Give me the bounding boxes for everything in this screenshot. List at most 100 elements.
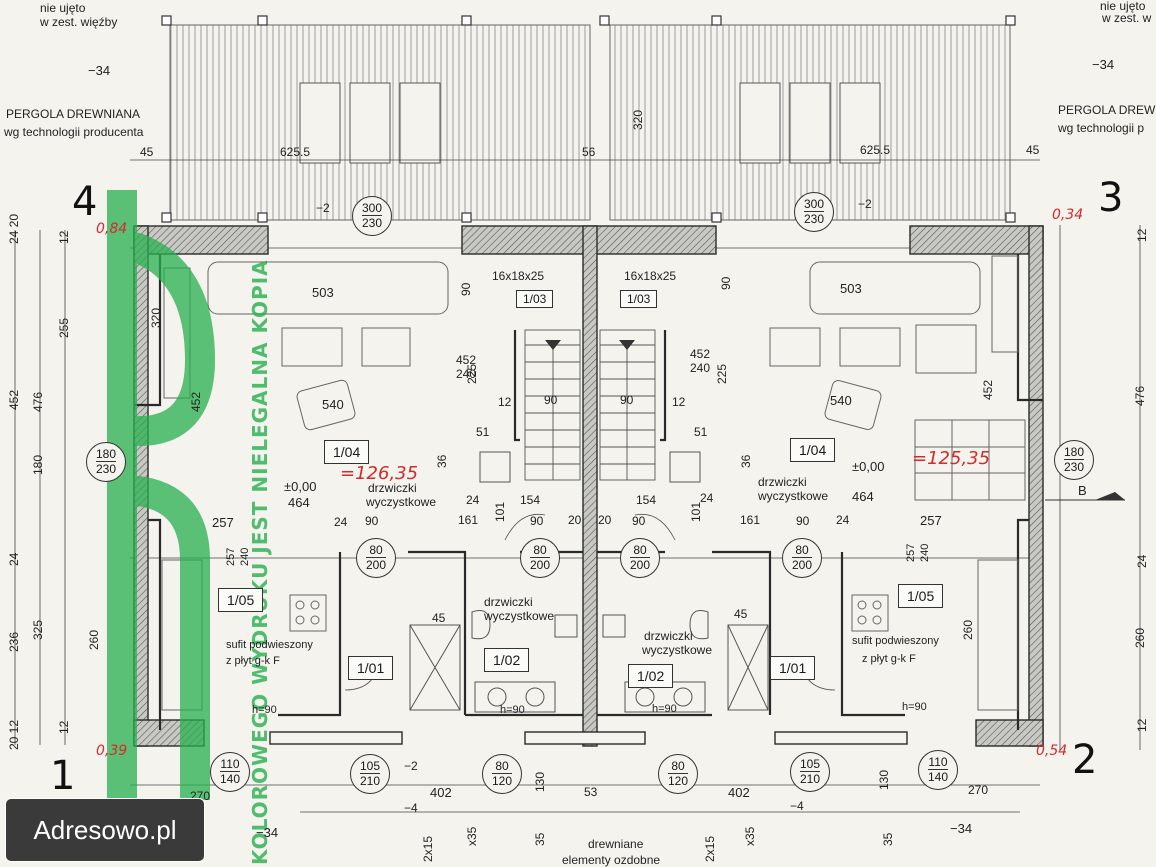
dim-90-a: 90 — [365, 514, 379, 528]
corner-1: 1 — [50, 753, 76, 799]
side-l-2020: 20 12 — [7, 719, 21, 750]
dim-2x15-b: 2x15 — [703, 835, 717, 862]
plyt-right: z płyt g-k F — [862, 653, 916, 665]
dim-270-r: 270 — [968, 783, 989, 797]
dim-257-l: 257 — [212, 515, 234, 530]
dim-101-r: 101 — [689, 501, 703, 522]
dim-402-l: 402 — [430, 785, 452, 800]
dim-24-b: 24 — [836, 513, 850, 527]
section-b: B — [1078, 483, 1087, 498]
dim-452-l: 452 — [456, 353, 477, 367]
wyczystkowe-a: wyczystkowe — [366, 495, 437, 509]
adresowo-logo[interactable]: Adresowo.pl — [5, 798, 205, 862]
room-1-02-right: 1/02 — [628, 664, 674, 688]
dim-130-r: 130 — [877, 769, 891, 790]
red-corner-br: 0,54 — [1036, 743, 1068, 759]
dim-540-l: 540 — [322, 397, 344, 412]
note-tech-right: wg technologii p — [1058, 121, 1145, 135]
side-r-12a: 12 — [1135, 228, 1149, 242]
drzwiczki-d: drzwiczki — [644, 629, 693, 643]
dim-24-a: 24 — [334, 515, 348, 529]
dim-452-r: 452 — [690, 347, 711, 361]
dim-45-ka: 45 — [432, 611, 446, 625]
sufit-right: sufit podwieszony — [852, 635, 939, 647]
side-l-12a: 12 — [57, 230, 71, 244]
dim-2x15-a: 2x15 — [421, 835, 435, 862]
watermark-text: KOLOROWEGO WYDRUKU JEST NIELEGALNA KOPIA — [248, 259, 272, 865]
dim-20-a: 20 — [568, 513, 582, 527]
dim-257-r: 257 — [920, 513, 942, 528]
note-w-zest-left: w zest. więźby — [40, 15, 118, 29]
room-1-04-left: 1/04 — [324, 440, 370, 464]
dim-90-e: 90 — [544, 393, 558, 407]
dim-225-l: 225 — [465, 363, 479, 384]
dim-402-r: 402 — [728, 785, 750, 800]
level-right: ±0,00 — [852, 459, 885, 474]
note-nie-ujeto-right: nie ujęto — [1100, 0, 1146, 13]
note-drewniane: drewniane — [588, 837, 644, 851]
drzwiczki-a: drzwiczki — [368, 481, 417, 495]
level-m2-l: −2 — [316, 201, 330, 215]
dim-90-d: 90 — [796, 514, 810, 528]
dim-35-r: 35 — [881, 832, 895, 846]
dim-90-h: 90 — [719, 276, 733, 290]
wyczystkowe-d: wyczystkowe — [642, 643, 713, 657]
room-1-03-left: 1/03 — [516, 290, 554, 308]
level-m4-r: −4 — [790, 799, 804, 813]
side-l-24: 24 — [7, 552, 21, 566]
side-l-12b: 12 — [57, 720, 71, 734]
corner-4: 4 — [72, 179, 98, 225]
red-corner-bl: 0,39 — [96, 743, 128, 759]
side-l-180: 180 — [31, 454, 45, 475]
dim-452-v-r: 452 — [981, 379, 995, 400]
dim-36-l: 36 — [435, 454, 449, 468]
dim-90-b: 90 — [530, 514, 544, 528]
corner-3: 3 — [1098, 175, 1124, 221]
dim-51-l: 51 — [476, 425, 490, 439]
dim-240-kl: 240 — [239, 547, 251, 566]
h90-b: h=90 — [500, 704, 525, 716]
dim-452-v-l: 452 — [189, 391, 203, 412]
dim-130-l: 130 — [533, 771, 547, 792]
level-m34-tr: −34 — [1092, 57, 1115, 72]
drzwiczki-c: drzwiczki — [484, 595, 533, 609]
dim-260-rr: 260 — [1133, 627, 1147, 648]
dim-101-l: 101 — [493, 501, 507, 522]
dim-90-c: 90 — [632, 514, 646, 528]
dim-225-r: 225 — [715, 363, 729, 384]
note-w-zest-right: w zest. w — [1102, 11, 1152, 25]
side-r-24: 24 — [1135, 554, 1149, 568]
dim-51-r: 51 — [694, 425, 708, 439]
dim-x35-b: x35 — [743, 826, 757, 846]
dim-20-b: 20 — [598, 513, 612, 527]
dim-464-r: 464 — [852, 489, 874, 504]
dim-503-r: 503 — [840, 281, 862, 296]
level-m34-tl: −34 — [88, 63, 111, 78]
stairs-spec-right: 16x18x25 — [624, 269, 677, 283]
dim-260-r: 260 — [961, 619, 975, 640]
level-m4-l: −4 — [404, 801, 418, 815]
dim-12-a: 12 — [498, 395, 512, 409]
dim-260-l: 260 — [87, 629, 101, 650]
dim-320-b: 320 — [631, 109, 645, 130]
dim-161-r: 161 — [740, 513, 761, 527]
dim-240-kr: 240 — [919, 543, 931, 562]
dim-12-b: 12 — [672, 395, 686, 409]
room-1-04-right: 1/04 — [790, 438, 836, 462]
room-1-03-right: 1/03 — [620, 290, 658, 308]
room-1-01-left: 1/01 — [348, 656, 394, 680]
dim-257-kl: 257 — [225, 547, 237, 566]
wyczystkowe-b: wyczystkowe — [758, 489, 829, 503]
corner-2: 2 — [1072, 737, 1098, 783]
side-r-12b: 12 — [1135, 718, 1149, 732]
note-tech-left: wg technologii producenta — [4, 125, 144, 139]
